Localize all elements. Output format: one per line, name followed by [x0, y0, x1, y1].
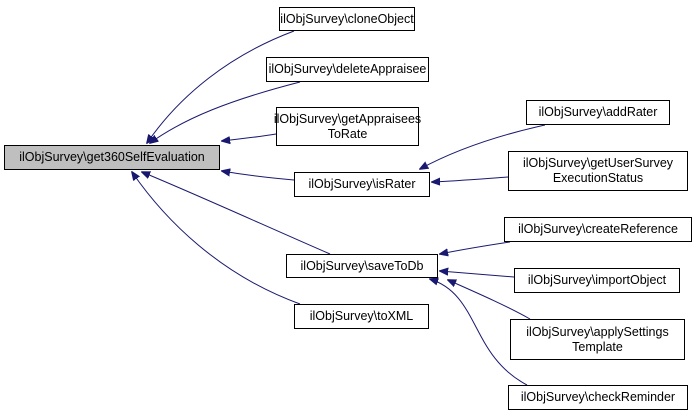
- node-toxml[interactable]: ilObjSurvey\toXML: [294, 304, 429, 329]
- edge-savetodb-to-root: [142, 172, 331, 255]
- edge-checkreminder-to-savetodb: [430, 279, 528, 386]
- edge-getappraiseestorate-to-root: [222, 133, 277, 141]
- edge-importobject-to-savetodb: [440, 271, 515, 278]
- node-getusersurveyexecutionstatus[interactable]: ilObjSurvey\getUserSurvey ExecutionStatu…: [508, 151, 688, 191]
- node-checkreminder[interactable]: ilObjSurvey\checkReminder: [508, 385, 688, 410]
- edge-getusersurveyexecutionstatus-to-israter: [432, 176, 509, 182]
- node-get360selfevaluation: ilObjSurvey\get360SelfEvaluation: [4, 145, 220, 170]
- node-applysettingstemplate[interactable]: ilObjSurvey\applySettings Template: [510, 319, 685, 360]
- node-addrater[interactable]: ilObjSurvey\addRater: [526, 100, 670, 125]
- node-israter[interactable]: ilObjSurvey\isRater: [294, 172, 430, 197]
- edge-cloneobject-to-root: [147, 30, 295, 143]
- edge-createreference-to-savetodb: [440, 241, 511, 254]
- node-savetodb[interactable]: ilObjSurvey\saveToDb: [286, 254, 438, 278]
- edge-deleteappraisee-to-root: [150, 81, 301, 143]
- node-importobject[interactable]: ilObjSurvey\importObject: [514, 268, 680, 293]
- edge-applysettingstemplate-to-savetodb: [448, 280, 531, 320]
- node-deleteappraisee[interactable]: ilObjSurvey\deleteAppraisee: [266, 57, 429, 82]
- edge-israter-to-root: [222, 171, 295, 181]
- node-cloneobject[interactable]: ilObjSurvey\cloneObject: [279, 7, 415, 31]
- node-getappraiseestorate[interactable]: ilObjSurvey\getAppraisees ToRate: [274, 107, 421, 146]
- edge-toxml-to-root: [132, 172, 301, 305]
- node-createreference[interactable]: ilObjSurvey\createReference: [504, 217, 692, 242]
- edge-addrater-to-israter: [420, 124, 546, 169]
